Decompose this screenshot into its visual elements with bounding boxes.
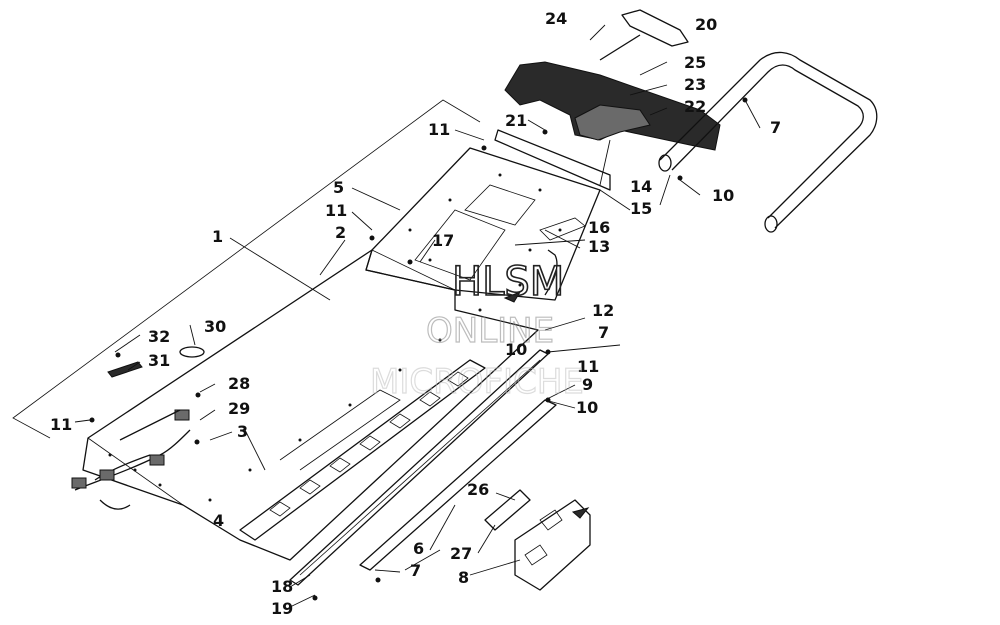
callout-11a: 11 bbox=[428, 120, 450, 139]
callout-10b: 10 bbox=[505, 340, 527, 359]
callout-13: 13 bbox=[588, 237, 610, 256]
callout-23: 23 bbox=[684, 75, 706, 94]
mounting-bar bbox=[494, 129, 611, 191]
callout-17: 17 bbox=[432, 231, 454, 250]
callout-22: 22 bbox=[684, 97, 706, 116]
callout-labels: 1 2 3 4 5 6 7 7 7 8 9 10 10 10 11 11 11 … bbox=[50, 9, 781, 618]
callout-14: 14 bbox=[630, 177, 652, 196]
callout-12: 12 bbox=[592, 301, 614, 320]
callout-31: 31 bbox=[148, 351, 170, 370]
callout-16: 16 bbox=[588, 218, 610, 237]
callout-10a: 10 bbox=[712, 186, 734, 205]
callout-26: 26 bbox=[467, 480, 489, 499]
callout-19: 19 bbox=[271, 599, 293, 618]
callout-27: 27 bbox=[450, 544, 472, 563]
wiring-harness bbox=[71, 409, 191, 510]
bumper-tube bbox=[658, 51, 878, 233]
tunnel-brace bbox=[239, 359, 486, 541]
callout-3: 3 bbox=[237, 422, 248, 441]
callout-2: 2 bbox=[335, 223, 346, 242]
snap-ring bbox=[179, 346, 205, 358]
callout-20: 20 bbox=[695, 15, 717, 34]
decal-strip bbox=[107, 361, 143, 378]
callout-7a: 7 bbox=[770, 118, 781, 137]
callout-30: 30 bbox=[204, 317, 226, 336]
callout-18: 18 bbox=[271, 577, 293, 596]
watermark-line1: HLSM bbox=[452, 259, 564, 305]
callout-32: 32 bbox=[148, 327, 170, 346]
callout-24: 24 bbox=[545, 9, 567, 28]
callout-6: 6 bbox=[413, 539, 424, 558]
callout-11c: 11 bbox=[50, 415, 72, 434]
callout-5: 5 bbox=[333, 178, 344, 197]
rivet-holes bbox=[108, 173, 562, 502]
callout-28: 28 bbox=[228, 374, 250, 393]
callout-10c: 10 bbox=[576, 398, 598, 417]
callout-8: 8 bbox=[458, 568, 469, 587]
watermark: HLSM ONLINE MICROFICHE bbox=[369, 258, 584, 402]
hardware bbox=[89, 97, 748, 601]
callout-7b: 7 bbox=[598, 323, 609, 342]
leader-lines bbox=[74, 24, 761, 608]
callout-9: 9 bbox=[582, 375, 593, 394]
assembly-outline bbox=[12, 99, 481, 439]
cable-hook bbox=[503, 249, 558, 303]
callout-11b: 11 bbox=[325, 201, 347, 220]
callout-29: 29 bbox=[228, 399, 250, 418]
watermark-line3: MICROFICHE bbox=[370, 362, 584, 402]
callout-21: 21 bbox=[505, 111, 527, 130]
grab-handle bbox=[599, 9, 689, 61]
callout-4: 4 bbox=[213, 511, 224, 530]
callout-25: 25 bbox=[684, 53, 706, 72]
rear-bracket bbox=[484, 489, 591, 591]
callout-7c: 7 bbox=[410, 561, 421, 580]
callout-1: 1 bbox=[212, 227, 223, 246]
rear-bumper-cover bbox=[504, 61, 721, 186]
watermark-line2: ONLINE bbox=[426, 311, 554, 351]
callout-11d: 11 bbox=[577, 357, 599, 376]
callout-15: 15 bbox=[630, 199, 652, 218]
